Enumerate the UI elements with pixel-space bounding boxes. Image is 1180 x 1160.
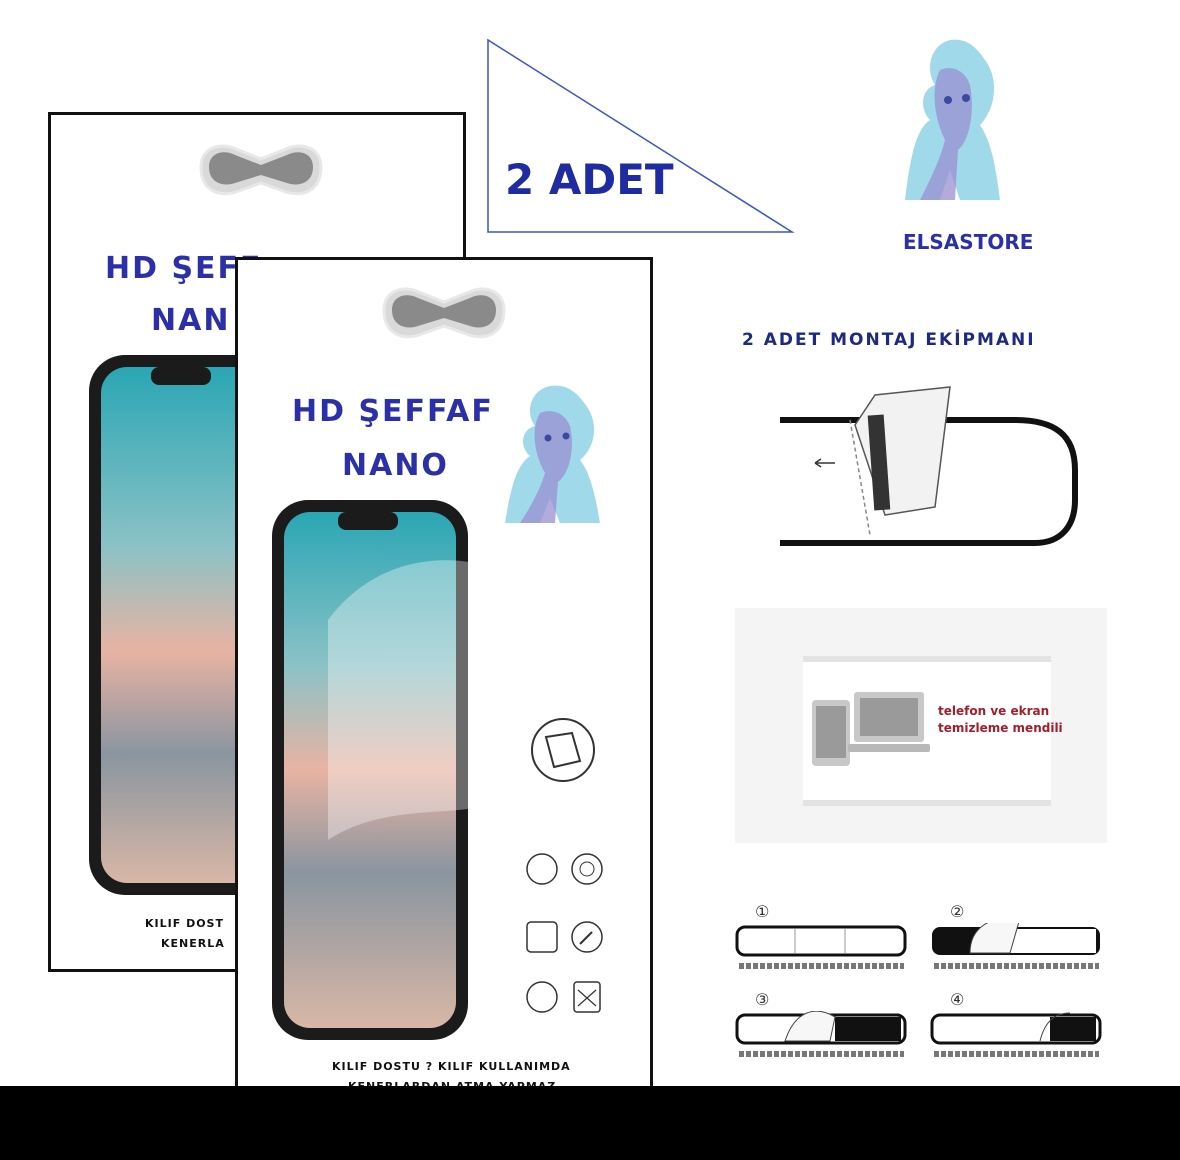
soft-icon: [526, 853, 558, 885]
step-3: ③: [735, 990, 910, 1078]
steps-grid: ① ② ③ ④: [735, 902, 1115, 1085]
hammer-icon: [571, 921, 603, 953]
installation-illustration: [780, 386, 1078, 546]
cleaning-wipe: telefon ve ekran temizleme mendili: [735, 608, 1107, 843]
hanger-icon: [199, 144, 323, 196]
badge-triangle: [487, 38, 795, 233]
step-2: ②: [930, 902, 1105, 990]
clarity-icon: [526, 921, 558, 953]
elsa-logo-icon: [905, 39, 1000, 200]
hanger-icon: [382, 287, 506, 339]
bottom-bar: [0, 1086, 1180, 1160]
step-number: ④: [950, 990, 965, 1009]
wipe-text-1: telefon ve ekran: [938, 704, 1050, 718]
elsa-logo-icon: [505, 385, 600, 523]
broken-screen-icon: [573, 981, 601, 1013]
step-number: ③: [755, 990, 770, 1009]
package-back-title-1: HD ŞEFF: [105, 251, 263, 286]
step-1: ①: [735, 902, 910, 990]
package-front: HD ŞEFFAF NANO: [235, 257, 653, 1097]
brand-name: ELSASTORE: [903, 230, 1034, 254]
step-number: ①: [755, 902, 770, 921]
devices-icon: [812, 692, 930, 766]
montaj-label: 2 ADET MONTAJ EKİPMANI: [742, 330, 1036, 350]
phone-image: [272, 500, 478, 1040]
wipe-text-2: temizleme mendili: [938, 721, 1063, 735]
package-front-title-2: NANO: [342, 448, 449, 483]
step-phone-icon: [735, 1011, 907, 1045]
package-back-caption-1: KILIF DOST: [145, 917, 224, 930]
step-4: ④: [930, 990, 1105, 1078]
badge-label: 2 ADET: [505, 155, 674, 204]
fingerprint-icon: [571, 853, 603, 885]
step-phone-icon: [932, 923, 1100, 955]
flexible-film-icon: [531, 718, 595, 782]
waterproof-icon: [526, 981, 558, 1013]
step-phone-icon: [930, 1012, 1102, 1045]
package-back-caption-2: KENERLA: [161, 937, 225, 950]
step-phone-icon: [735, 925, 907, 957]
package-front-caption-1: KILIF DOSTU ? KILIF KULLANIMDA: [332, 1060, 571, 1073]
package-front-title-1: HD ŞEFFAF: [292, 394, 494, 429]
step-number: ②: [950, 902, 965, 921]
package-back-title-2: NAN: [151, 303, 231, 338]
